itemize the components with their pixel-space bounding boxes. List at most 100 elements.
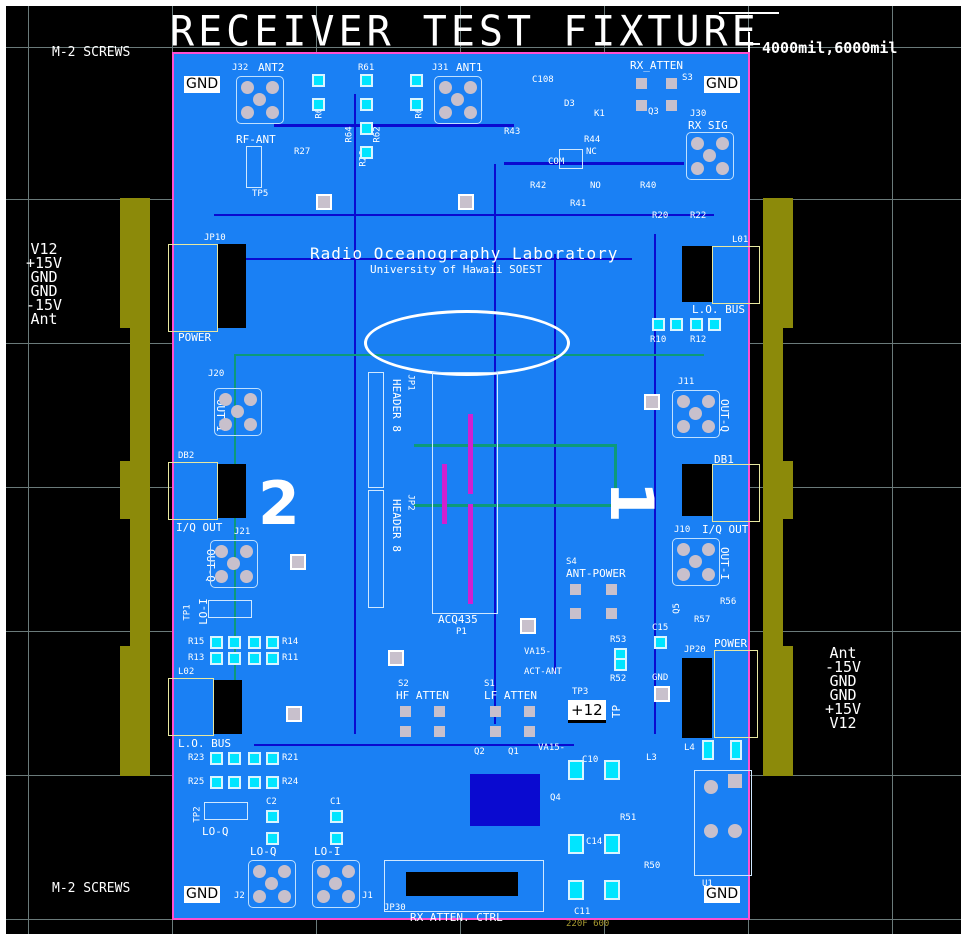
out-q-right-sma-connector[interactable] <box>672 390 720 438</box>
ref-com: COM <box>548 157 565 167</box>
gnd-test-point[interactable] <box>290 554 306 570</box>
ref-c10: C10 <box>582 755 599 765</box>
switch-pad <box>524 706 535 717</box>
capacitor-pad <box>266 832 279 845</box>
resistor-pad <box>210 752 223 765</box>
ref-d3: D3 <box>564 99 575 109</box>
ref-no: NO <box>590 181 601 191</box>
out-i-sma-connector[interactable] <box>214 388 262 436</box>
regulator-pad <box>704 824 718 838</box>
switch-pad <box>400 726 411 737</box>
ref-r57: R57 <box>694 615 711 625</box>
pcb-board[interactable]: GND GND GND GND Radio Oceanography Labor… <box>168 52 760 923</box>
lo-i-test-header[interactable] <box>208 600 252 618</box>
ref-va15: VA15- <box>538 743 566 753</box>
inductor-pad <box>730 740 742 760</box>
gnd-test-point[interactable] <box>286 706 302 722</box>
ref-j1: J1 <box>362 891 373 901</box>
label-tp: TP <box>610 704 624 719</box>
capacitor-pad <box>568 760 584 780</box>
resistor-pad <box>652 318 665 331</box>
switch-pad <box>636 100 647 111</box>
resistor-pad <box>690 318 703 331</box>
ref-r11: R11 <box>282 653 299 663</box>
plus12-test-point[interactable]: +12 <box>568 700 606 723</box>
label-rx-atten: RX_ATTEN <box>630 59 683 72</box>
resistor-pad <box>410 74 423 87</box>
iq-out-header-db2[interactable] <box>218 464 246 518</box>
resistor-pad <box>360 98 373 111</box>
lab-name: Radio Oceanography Laboratory <box>310 244 619 263</box>
ref-l01: L01 <box>732 235 749 245</box>
lo-bus-connector-outline <box>712 246 760 304</box>
ref-r10: R10 <box>650 335 667 345</box>
out-i-right-sma-connector[interactable] <box>672 538 720 586</box>
gnd-test-point[interactable] <box>316 194 332 210</box>
lo-q-sma-connector[interactable] <box>248 860 296 908</box>
ref-r12: R12 <box>690 335 707 345</box>
ref-r40: R40 <box>640 181 657 191</box>
ref-p1: P1 <box>456 627 467 637</box>
ref-l02: L02 <box>178 667 195 677</box>
pcb-canvas[interactable]: RECEIVER TEST FIXTURE 4000mil,6000mil M-… <box>6 6 961 934</box>
rx-atten-ctrl-header-jp30[interactable] <box>406 872 518 896</box>
ref-j2: J2 <box>234 891 245 901</box>
gnd-test-point[interactable] <box>458 194 474 210</box>
resistor-pad <box>210 652 223 665</box>
gnd-test-point[interactable] <box>520 618 536 634</box>
right-edge-tab <box>779 646 793 776</box>
resistor-pad <box>266 652 279 665</box>
ref-s4: S4 <box>566 557 577 567</box>
gnd-test-point[interactable] <box>644 394 660 410</box>
lo-i-sma-connector[interactable] <box>312 860 360 908</box>
gnd-label: GND <box>704 76 741 94</box>
trace <box>504 162 684 165</box>
lo-q-test-header[interactable] <box>204 802 248 820</box>
ref-q1: Q1 <box>508 747 519 757</box>
ref-tp2: TP2 <box>192 806 203 823</box>
out-q-sma-connector[interactable] <box>210 540 258 588</box>
lo-bus-header-l02[interactable] <box>214 680 242 734</box>
ant2-sma-connector[interactable] <box>236 76 284 124</box>
gnd-test-point[interactable] <box>388 650 404 666</box>
switch-pad <box>490 726 501 737</box>
switch-pad <box>434 706 445 717</box>
ref-r64: R64 <box>344 126 355 143</box>
label-ant-power: ANT-POWER <box>566 567 626 580</box>
ref-jp10: JP10 <box>204 233 226 243</box>
rx-sig-sma-connector[interactable] <box>686 132 734 180</box>
label-ant2: ANT2 <box>258 61 285 74</box>
header-jp2[interactable] <box>368 490 384 608</box>
pin-label: -15V <box>824 658 862 676</box>
resistor-pad <box>210 636 223 649</box>
capacitor-pad <box>604 880 620 900</box>
label-lo-bus-top: L.O. BUS <box>692 303 745 316</box>
gnd-test-point[interactable] <box>654 686 670 702</box>
ref-jp1: JP1 <box>405 374 416 391</box>
iq-out-header-db1[interactable] <box>682 464 712 516</box>
ref-l3: L3 <box>646 753 657 763</box>
left-edge-tab <box>120 461 134 519</box>
resistor-pad <box>266 636 279 649</box>
label-hf-atten: HF ATTEN <box>396 689 449 702</box>
power-header-jp10[interactable] <box>218 244 246 328</box>
header-jp1[interactable] <box>368 372 384 488</box>
capacitor-pad <box>654 636 667 649</box>
footer-text: 220F 600 <box>566 919 610 929</box>
switch-pad <box>606 608 617 619</box>
acq435-connector[interactable] <box>432 372 498 614</box>
trace <box>414 444 614 447</box>
ref-j32: J32 <box>232 63 249 73</box>
rf-ant-header[interactable] <box>246 146 262 188</box>
lo-bus-header-l01[interactable] <box>682 246 712 302</box>
channel-number-2: 2 <box>258 469 300 539</box>
resistor-pad <box>228 652 241 665</box>
trace <box>654 234 656 734</box>
capacitor-pad <box>604 760 620 780</box>
label-out-i-right: OUT-I <box>718 546 732 581</box>
ant1-sma-connector[interactable] <box>434 76 482 124</box>
power-header-jp20[interactable] <box>682 658 712 738</box>
resistor-pad <box>410 98 423 111</box>
resistor-pad <box>228 776 241 789</box>
coordinate-readout: 4000mil,6000mil <box>762 39 898 57</box>
